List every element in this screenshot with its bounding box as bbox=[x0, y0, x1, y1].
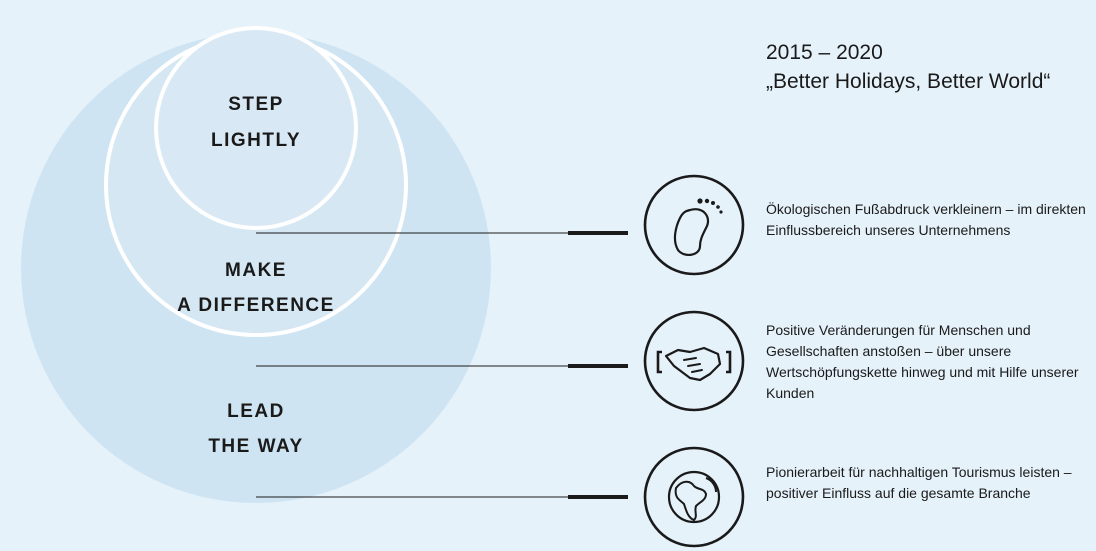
label-lead-line2: THE WAY bbox=[208, 436, 303, 457]
footprint-icon bbox=[643, 174, 745, 276]
inner-circle-step-lightly bbox=[154, 26, 358, 230]
label-make-line2: A DIFFERENCE bbox=[177, 295, 335, 316]
slogan: „Better Holidays, Better World“ bbox=[766, 70, 1051, 93]
label-make-line1: MAKE bbox=[225, 260, 287, 281]
label-step-line2: LIGHTLY bbox=[211, 130, 301, 151]
handshake-icon bbox=[643, 310, 745, 412]
label-step-line1: STEP bbox=[228, 94, 284, 115]
period-years: 2015 – 2020 bbox=[766, 41, 883, 64]
pillar-description-footprint: Ökologischen Fußabdruck verkleinern – im… bbox=[766, 201, 1086, 238]
title-block: 2015 – 2020 „Better Holidays, Better Wor… bbox=[766, 38, 1050, 96]
pillar-description-handshake: Positive Veränderungen für Menschen und … bbox=[766, 322, 1079, 401]
label-lead-line1: LEAD bbox=[227, 401, 285, 422]
pillar-description-globe: Pionierarbeit für nachhaltigen Tourismus… bbox=[766, 464, 1072, 501]
globe-icon bbox=[643, 446, 745, 548]
